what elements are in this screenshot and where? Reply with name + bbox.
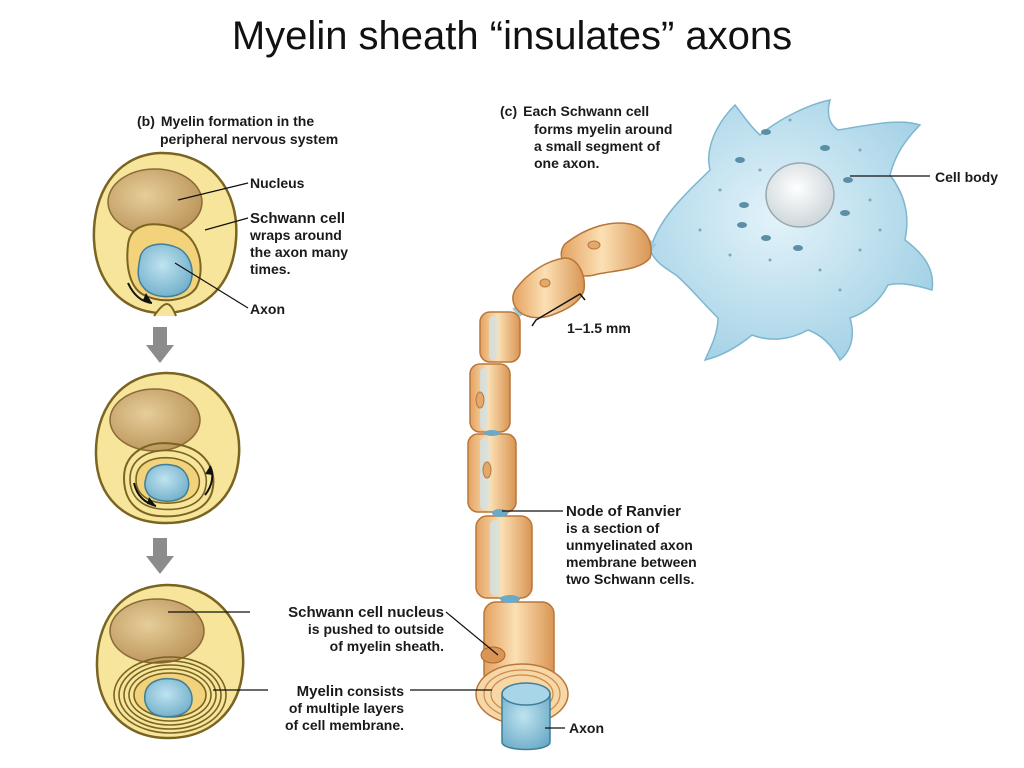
schwann-cell-stage-2 [94, 371, 241, 525]
label-schwann-cell: Schwann cell wraps around the axon many … [250, 210, 348, 278]
arrow-down-icon [146, 327, 174, 363]
panel-b-caption-line2: peripheral nervous system [160, 131, 339, 147]
label-node-of-ranvier: Node of Ranvier is a section of unmyelin… [566, 503, 697, 588]
label-snucleus-title: Schwann cell nucleus [288, 604, 444, 621]
label-axon-c: Axon [569, 720, 604, 736]
panel-b-tag: (b) [137, 113, 155, 129]
segment-length-bracket [531, 293, 586, 327]
label-nucleus: Nucleus [250, 175, 305, 191]
label-node-line2: is a section of [566, 520, 660, 536]
panel-c-caption-line4: one axon. [534, 155, 600, 171]
panel-c-caption: (c) Each Schwann cell [500, 103, 649, 120]
label-schwann-title: Schwann cell [250, 210, 346, 227]
neuron-nucleus-shape [765, 162, 835, 228]
panel-b-caption-line1: Myelin formation in the [160, 113, 315, 129]
label-node-line3: unmyelinated axon [566, 537, 693, 553]
arrow-down-icon [146, 538, 174, 574]
label-snucleus-line2: is pushed to outside [307, 621, 444, 637]
label-node-line4: membrane between [566, 554, 697, 570]
schwann-segment [479, 311, 521, 363]
panel-c-caption-line3: a small segment of [534, 138, 661, 154]
label-myelin-line3: of cell membrane. [284, 717, 404, 733]
neuron-cell-body [649, 99, 934, 362]
schwann-cell-stage-3 [95, 583, 245, 740]
slide-title: Myelin sheath “insulates” axons [231, 14, 793, 58]
axon-shape [144, 463, 190, 502]
panel-b-caption: (b) Myelin formation in the [137, 113, 314, 130]
label-myelin-title: Myelin [296, 683, 344, 700]
nucleus-shape [109, 388, 201, 452]
panel-c-tag: (c) [500, 103, 518, 119]
label-schwann-nucleus: Schwann cell nucleus is pushed to outsid… [252, 604, 444, 655]
label-segment-length: 1–1.5 mm [567, 320, 631, 336]
label-schwann-line2: wraps around [250, 227, 342, 243]
schwann-segment [475, 515, 533, 599]
label-cell-body: Cell body [935, 169, 999, 185]
panel-c-caption-line1: Each Schwann cell [523, 103, 650, 119]
myelinated-axon [467, 222, 657, 751]
label-myelin: Myelin consists of multiple layers of ce… [262, 683, 404, 734]
nucleus-shape [109, 598, 205, 664]
leader-lines [168, 175, 930, 729]
label-schwann-line3: the axon many [250, 244, 349, 260]
label-axon-b: Axon [250, 301, 285, 317]
schwann-segment [512, 257, 586, 319]
label-node-title: Node of Ranvier [566, 503, 682, 520]
label-schwann-line4: times. [250, 261, 291, 277]
schwann-cell-stage-1 [92, 151, 238, 317]
axon-shape [137, 243, 193, 298]
panel-c-caption-line2: forms myelin around [534, 121, 673, 137]
axon-shape [143, 677, 193, 718]
label-node-line5: two Schwann cells. [566, 571, 695, 587]
label-myelin-rest: consists [343, 683, 404, 699]
label-snucleus-line3: of myelin sheath. [329, 638, 444, 654]
label-myelin-line2: of multiple layers [288, 700, 404, 716]
panel-c-caption-rest: forms myelin around a small segment of o… [534, 121, 672, 172]
schwann-segment [467, 433, 517, 513]
axon-end [501, 693, 551, 751]
